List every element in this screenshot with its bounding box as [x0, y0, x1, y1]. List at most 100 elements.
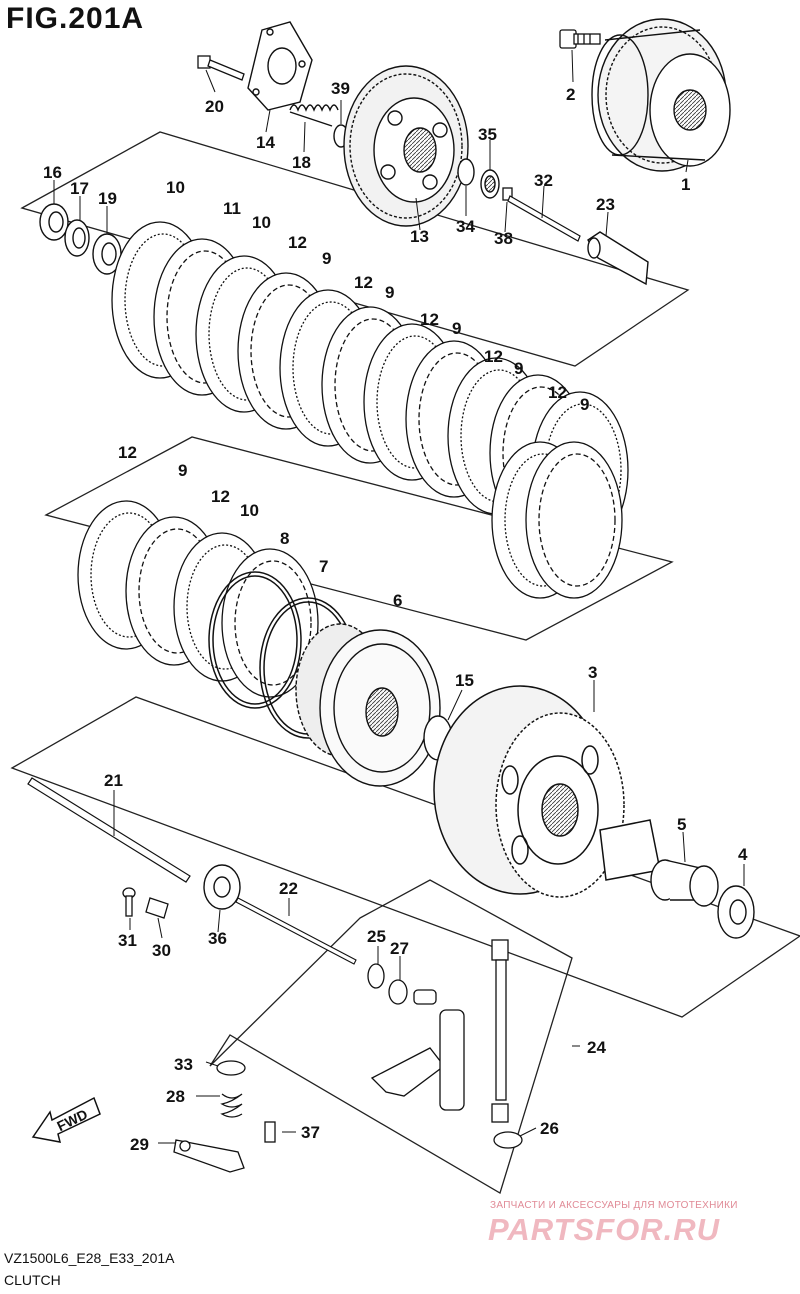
- clutch-spring: [289, 104, 339, 127]
- callout-17: 17: [70, 179, 89, 198]
- watermark-tagline: ЗАПЧАСТИ И АКСЕССУАРЫ ДЛЯ МОТОТЕХНИКИ: [490, 1200, 738, 1211]
- model-code: VZ1500L6_E28_E33_201A: [4, 1250, 175, 1266]
- needle-bearing-5: [650, 859, 719, 907]
- release-shaft: [495, 959, 507, 1101]
- callout-19: 19: [98, 189, 117, 208]
- callout-23: 23: [596, 195, 615, 214]
- callout-10b: 10: [252, 213, 271, 232]
- callout-10a: 10: [166, 178, 185, 197]
- callout-29: 29: [130, 1135, 149, 1154]
- callout-18: 18: [292, 153, 311, 172]
- washer-17: [64, 219, 90, 257]
- callout-7: 7: [319, 557, 328, 576]
- push-piece: [587, 231, 649, 286]
- oil-seal-27: [388, 979, 408, 1005]
- callout-30: 30: [152, 941, 171, 960]
- bolt-31: [122, 887, 136, 917]
- washer-33: [216, 1060, 246, 1076]
- return-spring-28: [220, 1093, 243, 1118]
- callout-37: 37: [301, 1123, 320, 1142]
- callout-38: 38: [494, 229, 513, 248]
- spring-washer-8: [208, 571, 302, 709]
- callout-32: 32: [534, 171, 553, 190]
- callout-4: 4: [738, 845, 748, 864]
- callout-16: 16: [43, 163, 62, 182]
- callout-9a: 9: [322, 249, 331, 268]
- primary-gear-hub: [591, 18, 731, 172]
- callout-31: 31: [118, 931, 137, 950]
- clutch-plate-stack-lower: [77, 441, 623, 698]
- pin: [413, 989, 437, 1005]
- callout-12b: 12: [354, 273, 373, 292]
- clutch-housing: [433, 685, 661, 898]
- callout-12e: 12: [548, 383, 567, 402]
- callout-9e: 9: [580, 395, 589, 414]
- callout-11: 11: [223, 199, 241, 218]
- release-shaft-assembly: [367, 939, 523, 1149]
- push-rod-32: [507, 195, 581, 242]
- callout-28: 28: [166, 1087, 185, 1106]
- callout-20: 20: [205, 97, 224, 116]
- section-name: CLUTCH: [4, 1272, 61, 1288]
- plate-30: [145, 897, 169, 919]
- callout-34: 34: [456, 217, 475, 236]
- clutch-sleeve-hub: [295, 623, 441, 787]
- callout-22: 22: [279, 879, 298, 898]
- callout-12a: 12: [288, 233, 307, 252]
- callout-2: 2: [566, 85, 575, 104]
- callout-12g: 12: [211, 487, 230, 506]
- clutch-plates-upper-frame: [20, 131, 690, 367]
- release-cylinder: [439, 1009, 465, 1111]
- callout-3: 3: [588, 663, 597, 682]
- release-arm-bracket: [370, 1047, 445, 1097]
- rings-7-8: [208, 571, 357, 739]
- callout-21: 21: [104, 771, 123, 790]
- callout-33: 33: [174, 1055, 193, 1074]
- callout-10c: 10: [240, 501, 259, 520]
- o-ring-25: [367, 963, 385, 989]
- hub-bolt: [559, 29, 601, 49]
- callout-14: 14: [256, 133, 275, 152]
- push-rod-22: [235, 897, 357, 965]
- lifter-plate: [247, 21, 313, 111]
- clutch-plates-lower-frame: [44, 436, 674, 641]
- washer-34: [457, 158, 475, 186]
- nut-16: [39, 203, 69, 241]
- fwd-label: FWD: [54, 1106, 90, 1134]
- callout-24: 24: [587, 1038, 606, 1057]
- callout-36: 36: [208, 929, 227, 948]
- washer-19: [92, 233, 122, 275]
- fwd-arrow: FWD: [31, 1096, 101, 1143]
- release-shaft-frame: [209, 879, 573, 1194]
- callout-39: 39: [331, 79, 350, 98]
- release-arm-parts: [173, 1060, 276, 1173]
- nut-38: [502, 187, 513, 201]
- leader-lines: [53, 49, 745, 1144]
- clutch-plate: [221, 548, 319, 698]
- callout-9b: 9: [385, 283, 394, 302]
- callout-25: 25: [367, 927, 386, 946]
- callout-15: 15: [455, 671, 474, 690]
- bushing-top: [491, 939, 509, 961]
- clutch-plate: [525, 441, 623, 599]
- bolt-20: [197, 55, 245, 81]
- callout-6: 6: [393, 591, 402, 610]
- pressure-plate: [343, 65, 469, 227]
- callout-12f: 12: [118, 443, 137, 462]
- clutch-housing-frame: [10, 696, 800, 1018]
- release-arm-29: [173, 1139, 245, 1173]
- thrust-washer-4: [717, 885, 755, 939]
- callout-26: 26: [540, 1119, 559, 1138]
- callout-27: 27: [390, 939, 409, 958]
- callout-labels: 1234567899999910101011121212121212121314…: [43, 79, 748, 1154]
- watermark-brand: PARTSFOR.RU: [488, 1212, 721, 1247]
- callout-12c: 12: [420, 310, 439, 329]
- group-frames: [10, 131, 800, 1194]
- callout-13: 13: [410, 227, 429, 246]
- bushing-bottom: [491, 1103, 509, 1123]
- callout-9f: 9: [178, 461, 187, 480]
- bolt-37: [264, 1121, 276, 1143]
- callout-9d: 9: [514, 359, 523, 378]
- callout-9c: 9: [452, 319, 461, 338]
